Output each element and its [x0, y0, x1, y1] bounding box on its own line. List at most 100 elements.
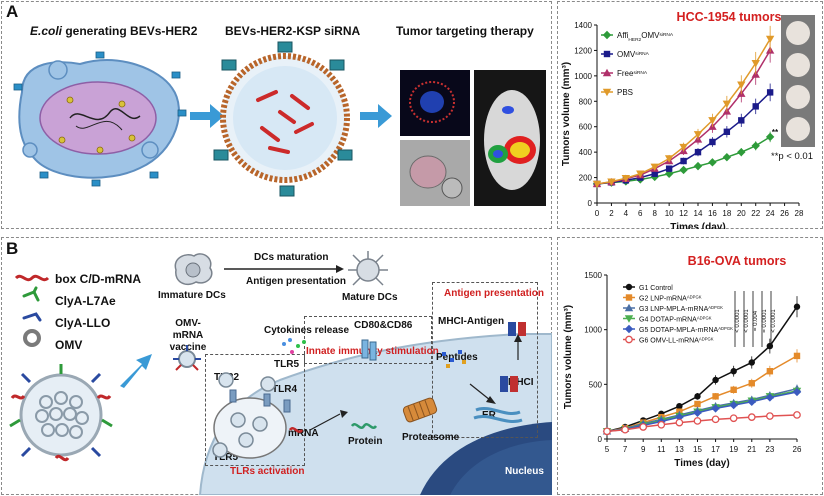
- x-tick-label: 5: [605, 445, 610, 454]
- stat-p-value: < 0.0001: [744, 309, 750, 333]
- legend-label-2: FreesiRNA: [617, 69, 648, 78]
- bev-vesicle-illustration: [213, 41, 353, 197]
- data-point-0: [676, 403, 683, 410]
- cytokines-release-label: Cytokines release: [264, 325, 350, 336]
- y-tick-label: 600: [579, 123, 593, 132]
- panel-b-legend-icons: [14, 274, 50, 347]
- data-point-3: [607, 178, 616, 186]
- x-tick-label: 17: [711, 445, 720, 454]
- data-point-5: [639, 423, 648, 431]
- mouse-photo: [786, 117, 810, 141]
- data-point-1: [766, 368, 774, 375]
- maturation-arrow-icon: [224, 265, 344, 273]
- data-point-0: [730, 368, 737, 375]
- data-point-5: [603, 427, 611, 436]
- legend-clya-llo: ClyA-LLO: [55, 316, 111, 330]
- x-tick-label: 15: [693, 445, 702, 454]
- x-tick-label: 16: [708, 209, 717, 218]
- legend-marker-0: [602, 30, 612, 40]
- data-point-3: [679, 143, 688, 152]
- er-label: ER: [482, 410, 496, 421]
- x-tick-label: 23: [765, 445, 774, 454]
- tumor-targeting-title: Tumor targeting therapy: [396, 24, 534, 38]
- mature-dc-icon: [348, 251, 388, 286]
- omv-mrna-vaccine-particle: [9, 364, 113, 462]
- y-tick-label: 1000: [584, 326, 602, 335]
- legend-label-1: OMVsiRNA: [617, 50, 650, 59]
- data-point-1: [793, 352, 801, 360]
- ecoli-title-italic: E.coli: [30, 24, 63, 38]
- data-point-5: [657, 420, 666, 429]
- data-point-5: [711, 415, 720, 424]
- legend-clya-l7ae: ClyA-L7Ae: [55, 294, 116, 308]
- data-point-1: [730, 386, 737, 393]
- x-tick-label: 24: [766, 209, 775, 218]
- panel-b-chart-frame: [557, 237, 823, 495]
- legend-label-4: G5 DOTAP-MPLA-mRNAADPGK: [639, 326, 733, 335]
- x-tick-label: 0: [595, 209, 600, 218]
- data-point-3: [737, 81, 746, 89]
- data-point-3: [592, 180, 602, 189]
- data-point-1: [723, 128, 731, 135]
- stat-p-value: < 0.0001: [735, 309, 741, 333]
- x-tick-label: 10: [665, 209, 674, 218]
- data-point-5: [766, 412, 774, 420]
- significance-stars: **: [772, 128, 779, 137]
- small-vaccine-particle-icon: [173, 345, 201, 371]
- x-tick-label: 9: [641, 445, 646, 454]
- legend-label-3: G4 DOTAP-mRNAADPGK: [639, 315, 712, 324]
- x-tick-label: 2: [609, 209, 614, 218]
- data-point-3: [722, 100, 732, 109]
- data-point-5: [621, 425, 629, 434]
- data-point-3: [708, 117, 717, 125]
- y-axis-label: Tumors volume (mm³): [563, 305, 574, 409]
- x-tick-label: 22: [751, 209, 760, 218]
- legend-label-2: G3 LNP-MPLA-mRNAADPGK: [639, 305, 723, 314]
- x-tick-label: 13: [675, 445, 684, 454]
- panel-a-diagram: [1, 1, 552, 229]
- y-tick-label: 1500: [584, 271, 602, 280]
- stat-p-value: < 0.0001: [771, 309, 777, 333]
- peptides-label: Peptides: [436, 352, 478, 363]
- omv-ring-icon: [23, 329, 41, 347]
- legend-marker-3: [624, 315, 634, 323]
- arrow-right-icon: [360, 104, 392, 128]
- legend-marker-1: [603, 50, 611, 58]
- data-point-1: [651, 170, 658, 177]
- clya-l7ae-icon: [22, 286, 40, 302]
- data-point-1: [680, 157, 687, 165]
- stat-p-value: = 0.0001: [762, 309, 768, 333]
- data-point-1: [748, 380, 755, 387]
- arrow-right-icon: [190, 104, 224, 128]
- dendritic-cell-body: [198, 333, 552, 495]
- data-point-1: [738, 117, 745, 124]
- bevs-title: BEVs-HER2-KSP siRNA: [225, 24, 361, 38]
- y-axis-label: Tumors volume (mm³): [561, 62, 572, 166]
- x-tick-label: 7: [623, 445, 628, 454]
- y-tick-label: 0: [598, 435, 603, 444]
- data-point-4: [792, 387, 802, 397]
- protein-label: Protein: [348, 436, 383, 447]
- data-point-1: [752, 103, 759, 110]
- data-point-0: [793, 303, 801, 310]
- data-point-1: [712, 393, 719, 400]
- data-point-0: [766, 342, 774, 350]
- y-tick-label: 400: [579, 148, 593, 157]
- ecoli-title-rest: generating BEVs-HER2: [62, 24, 198, 38]
- y-tick-label: 800: [579, 97, 593, 106]
- mouse-photo: [786, 85, 810, 109]
- significance-annotation: **p < 0.01: [771, 151, 813, 162]
- tlr5-top-label: TLR5: [274, 359, 299, 370]
- y-tick-label: 1400: [574, 21, 592, 30]
- x-tick-label: 28: [795, 209, 804, 218]
- x-tick-label: 26: [780, 209, 789, 218]
- legend-marker-2: [624, 303, 634, 312]
- legend-marker-1: [625, 294, 633, 301]
- panel-a-letter: A: [6, 2, 19, 21]
- immature-dcs-label: Immature DCs: [158, 290, 226, 301]
- legend-box-cd-mrna: box C/D-mRNA: [55, 272, 141, 286]
- legend-label-0: G1 Control: [639, 285, 673, 292]
- chart-title: B16-OVA tumors: [688, 254, 787, 268]
- x-tick-label: 8: [652, 209, 657, 218]
